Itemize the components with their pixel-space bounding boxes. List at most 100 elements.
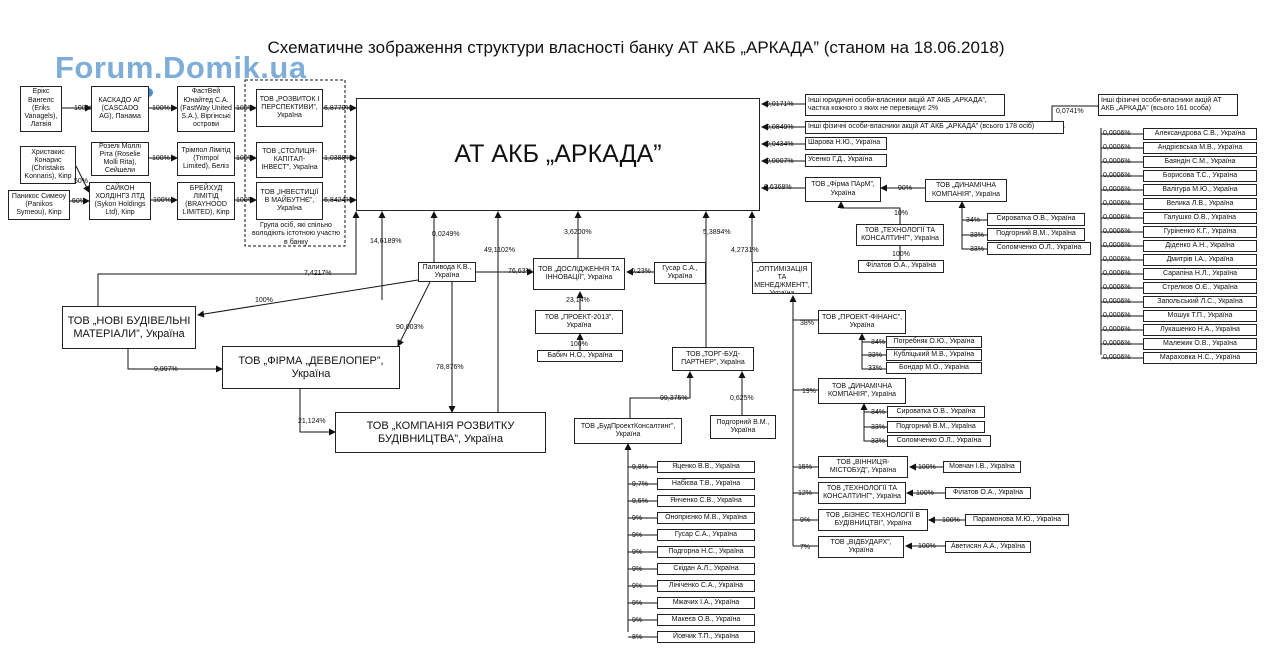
node-pogrebniak: Погребняк О.Ю., Україна [886, 336, 982, 348]
node-budproekt-owner: Макеєв О.В., Україна [657, 614, 755, 626]
pct-torh-bud-bank: 5,3894% [703, 229, 731, 236]
node-novi-budivelni: ТОВ „НОВІ БУДІВЕЛЬНІ МАТЕРІАЛИ”, Україна [62, 306, 196, 349]
node-sharova: Шарова Н.Ю., Україна [805, 137, 887, 150]
node-optymizatsia: ТОВ „ОПТИМІЗАЦІЯ ТА МЕНЕДЖМЕНТ”, Україна [752, 262, 812, 294]
pct-individual: 0,0006% [1103, 172, 1131, 179]
node-syrovatka-2: Сироватка О.В., Україна [887, 406, 985, 418]
pct-christakis-sykon: 50% [74, 178, 89, 185]
node-fastway: ФастВей Юнайтед С.А. (FastWay United S.A… [177, 86, 235, 132]
pct-individual: 0,0006% [1103, 200, 1131, 207]
node-individual: Александрова С.В., Україна [1143, 128, 1257, 140]
node-roselie: Розелі Моллі Ріта (Roselie Molli Rita), … [91, 142, 149, 176]
pct-solomchenko-2: 33% [871, 438, 886, 445]
pct-vidbudarkh: 7% [800, 544, 811, 551]
node-torh-bud-partner: ТОВ „ТОРГ-БУД-ПАРТНЕР”, Україна [672, 347, 754, 371]
node-budproekt: ТОВ „БудПроектКонсалтинг”, Україна [574, 418, 682, 444]
pct-individual: 0,0006% [1103, 214, 1131, 221]
node-eriks-vanagels: Ерікс Вангелс (Eriks Vanagels), Латвія [20, 86, 62, 132]
pct-proekt-finans: 38% [800, 320, 815, 327]
pct-trimpol-stolytsia: 100% [236, 155, 254, 162]
node-podgorny-torh: Подгорний В.М., Україна [710, 415, 776, 439]
pct-usenko: 0,0007% [766, 158, 794, 165]
node-tekhnolohii-konsaltynh-2: ТОВ „ТЕХНОЛОГІЇ ТА КОНСАЛТИНГ”, Україна [818, 482, 906, 504]
node-syrovatka: Сироватка О.В., Україна [987, 213, 1085, 226]
pct-solomchenko: 33% [970, 246, 985, 253]
node-kublytskyi: Кубліцький М.В., Україна [886, 349, 982, 361]
group-note: Група осіб, які спільно володіють істотн… [252, 222, 340, 246]
node-brayhood: БРЕЙХУД ЛІМІТІД (BRAYHOOD LIMITED), Кіпр [177, 182, 235, 220]
node-individual: Стрелков О.Є., Україна [1143, 282, 1257, 294]
node-individual: Сарапіна Н.Л., Україна [1143, 268, 1257, 280]
pct-budproekt-owner: 9,8% [632, 464, 648, 471]
node-avetisian: Аветисян А.А., Україна [945, 541, 1031, 553]
node-individual: Мараховка Н.С., Україна [1143, 352, 1257, 364]
node-budproekt-owner: Гусар С.А., Україна [657, 529, 755, 541]
pct-avetisian: 100% [918, 543, 936, 550]
pct-paramonova: 100% [942, 517, 960, 524]
pct-filatov: 100% [892, 251, 910, 258]
pct-krb-bank: 49,1102% [484, 247, 516, 254]
node-rozvytok: ТОВ „РОЗВИТОК І ПЕРСПЕКТИВИ”, Україна [256, 89, 323, 127]
node-individual: Малежик О.В., Україна [1143, 338, 1257, 350]
pct-individual: 0,0006% [1103, 284, 1131, 291]
node-budproekt-owner: Янченко С.В., Україна [657, 495, 755, 507]
node-babych: Бабич Н.О., Україна [537, 350, 623, 362]
pct-individual: 0,0006% [1103, 326, 1131, 333]
watermark-logo: Forum.Domik.ua [55, 50, 307, 85]
node-sykon: САЙКОН ХОЛДІНГЗ ЛТД (Sykon Holdings Ltd)… [89, 182, 151, 220]
pct-sykon-brayhood: 100% [153, 197, 171, 204]
node-budproekt-owner: Йовчик Т.П., Україна [657, 631, 755, 643]
node-individual: Галушко О.В., Україна [1143, 212, 1257, 224]
node-christakis: Христакис Конарис (Christakis Konnaris),… [20, 146, 76, 184]
pct-tekh-kons-2: 12% [798, 490, 813, 497]
pct-biznes: 9% [800, 517, 811, 524]
pct-tekh-parm: 10% [894, 210, 909, 217]
node-palyvoda: Паливода К.В., Україна [418, 262, 476, 282]
pct-investytsii-bank: 6,8424% [324, 197, 352, 204]
node-filatov-2: Філатов О.А., Україна [945, 487, 1031, 499]
node-kompaniia-rozvytku: ТОВ „КОМПАНІЯ РОЗВИТКУ БУДІВНИЦТВА”, Укр… [335, 412, 546, 453]
pct-individual: 0,0006% [1103, 298, 1131, 305]
bank-node: АТ АКБ „АРКАДА” [356, 98, 760, 211]
pct-sharova: 0,0434% [766, 141, 794, 148]
pct-vinnytsia: 15% [798, 464, 813, 471]
pct-individual: 0,0006% [1103, 242, 1131, 249]
pct-babych: 100% [570, 341, 588, 348]
pct-budproekt-owner: 9% [632, 532, 643, 539]
node-vinnytsia-mistobud: ТОВ „ВІННИЦЯ-МІСТОБУД”, Україна [818, 456, 908, 478]
node-gusar-top: Гусар С.А., Україна [654, 262, 706, 284]
pct-budproekt-owner: 9% [632, 617, 643, 624]
pct-panikos-sykon: 50% [72, 198, 87, 205]
pct-individual: 0,0006% [1103, 130, 1131, 137]
node-filatov: Філатов О.А., Україна [858, 260, 944, 273]
node-tekhnolohii-konsaltynh: ТОВ „ТЕХНОЛОГІЇ ТА КОНСАЛТИНГ”, Україна [856, 224, 944, 246]
node-budproekt-owner: Яценко В.В., Україна [657, 461, 755, 473]
node-other-individuals-178: Інші фізичні особи-власники акцій АТ АКБ… [805, 121, 1064, 134]
pct-dynamichna-2: 19% [802, 388, 817, 395]
pct-individual: 0,0006% [1103, 158, 1131, 165]
pct-movchan: 100% [918, 464, 936, 471]
node-individual: Мошук Т.П., Україна [1143, 310, 1257, 322]
node-dynamichna-kompaniia: ТОВ „ДИНАМІЧНА КОМПАНІЯ”, Україна [925, 179, 1007, 202]
pct-filatov-2: 100% [916, 490, 934, 497]
pct-legal-entities: 0,0171% [766, 101, 794, 108]
node-budproekt-owner: Онопрієнко М.В., Україна [657, 512, 755, 524]
pct-podgorny: 33% [970, 232, 985, 239]
node-firma-parm: ТОВ „Фірма ПАрМ”, Україна [805, 177, 881, 202]
node-firma-developer: ТОВ „ФІРМА „ДЕВЕЛОПЕР”, Україна [222, 346, 400, 389]
node-budproekt-owner: Мжачих І.А., Україна [657, 597, 755, 609]
pct-individual: 0,0006% [1103, 186, 1131, 193]
node-movchan: Мовчан І.В., Україна [943, 461, 1021, 473]
pct-budproekt-owner: 8% [632, 634, 643, 641]
pct-budproekt-owner: 9% [632, 583, 643, 590]
pct-budproekt-owner: 9,5% [632, 498, 648, 505]
pct-cascado-fastway: 100% [152, 105, 170, 112]
pct-stolytsia-bank: 1,0388% [324, 155, 352, 162]
pct-individual: 0,0006% [1103, 354, 1131, 361]
pct-individual: 0,0006% [1103, 270, 1131, 277]
pct-budproekt-owner: 9% [632, 566, 643, 573]
node-trimpol: Трімпол Лімітід (Trimpol Limited), Беліз [177, 142, 235, 176]
pct-optymizatsia-bank: 4,2731% [731, 247, 759, 254]
pct-erik-cascado: 100% [74, 105, 92, 112]
